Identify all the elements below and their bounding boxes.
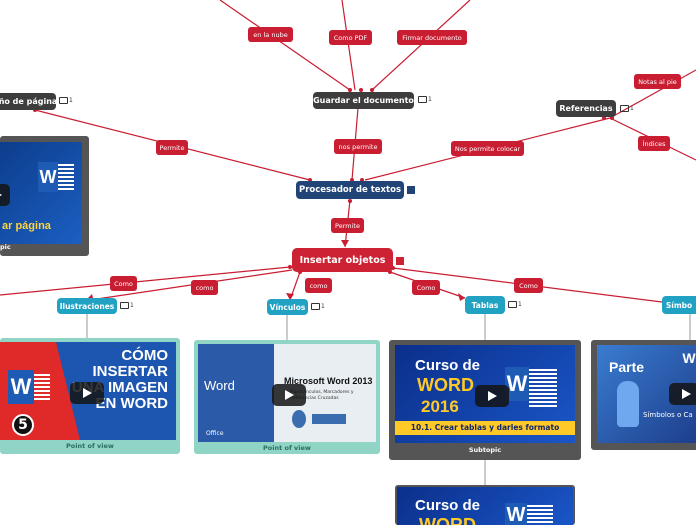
label-como-1[interactable]: Como	[110, 276, 137, 291]
video-title: Microsoft Word 2013	[284, 376, 373, 386]
video-card-vinculos[interactable]: Word Office Microsoft Word 2013 Hipervín…	[194, 340, 380, 454]
office-label: Office	[206, 430, 224, 437]
node-ilustraciones[interactable]: Ilustraciones	[57, 298, 117, 314]
label-notas-al-pie[interactable]: Notas al pie	[634, 74, 681, 89]
node-insertar-objetos[interactable]: Insertar objetos	[292, 248, 393, 272]
play-button[interactable]	[475, 385, 509, 407]
comment-icon	[59, 97, 68, 104]
notes-icon[interactable]	[396, 257, 404, 265]
video-title-line1: Curso de	[415, 497, 481, 514]
play-button[interactable]	[272, 384, 306, 406]
note-badge-ilustraciones[interactable]: 1	[120, 302, 134, 309]
word-blue-panel: Word Office	[198, 344, 274, 442]
video-title-line2: WORD	[417, 375, 474, 395]
comment-icon	[620, 105, 629, 112]
video-card-pagina[interactable]: W ar página pic	[0, 136, 89, 256]
video-card-simbolos[interactable]: Parte Símbolos o Ca W	[591, 340, 696, 450]
video-card-ilustraciones[interactable]: W 5 CÓMO INSERTAR UNA IMAGEN EN WORD Poi…	[0, 338, 180, 454]
label-en-la-nube[interactable]: en la nube	[248, 27, 293, 42]
video-thumbnail: Curso de WORD 2016 W 10.1. Crear tablas …	[395, 345, 575, 443]
title-line: INSERTAR	[92, 363, 168, 380]
word-logo-icon: W	[38, 162, 58, 192]
word-logo-icon: W	[505, 367, 529, 401]
card-caption: pic	[0, 243, 11, 251]
comment-icon	[120, 302, 129, 309]
note-badge-guardar[interactable]: 1	[418, 96, 432, 103]
note-badge-referencias[interactable]: 1	[620, 105, 634, 112]
label-como-4[interactable]: Como	[412, 280, 440, 295]
document-lines-icon	[58, 164, 74, 190]
document-lines-icon	[529, 369, 557, 409]
video-thumbnail: W 5 CÓMO INSERTAR UNA IMAGEN EN WORD	[0, 342, 176, 440]
node-tablas[interactable]: Tablas	[465, 296, 505, 314]
label-como-pdf[interactable]: Como PDF	[329, 30, 372, 45]
card-caption: Point of view	[263, 444, 311, 452]
word-logo-icon: W	[682, 350, 696, 366]
document-lines-icon	[34, 374, 50, 400]
video-title-line2: Símbolos o Ca	[643, 411, 693, 419]
label-nos-permite-colocar[interactable]: Nos permite colocar	[451, 141, 524, 156]
comment-icon	[418, 96, 427, 103]
university-seal-icon	[292, 410, 306, 428]
notes-icon[interactable]	[407, 186, 415, 194]
node-tamano-pagina[interactable]: ño de página	[0, 93, 57, 110]
comment-icon	[508, 301, 517, 308]
video-title-line3: 2016	[421, 397, 459, 416]
video-thumbnail: Parte Símbolos o Ca W	[597, 345, 696, 443]
institution-logo-icon	[312, 414, 346, 424]
label-firmar-documento[interactable]: Firmar documento	[397, 30, 467, 45]
note-badge-tablas[interactable]: 1	[508, 301, 522, 308]
number-badge: 5	[12, 414, 34, 436]
video-subtitle-bar: 10.1. Crear tablas y darles formato	[395, 421, 575, 435]
label-como-5[interactable]: Como	[514, 278, 543, 293]
video-thumbnail: Curso de WORD W	[397, 487, 573, 525]
node-simbolos[interactable]: Símbo	[662, 296, 696, 314]
video-thumbnail: W ar página	[0, 142, 82, 244]
label-permite-down[interactable]: Permite	[331, 218, 364, 233]
mascot-figure	[617, 381, 639, 427]
word-logo-icon: W	[505, 503, 527, 525]
node-guardar-documento[interactable]: Guardar el documento	[313, 92, 414, 109]
video-title-line1: Parte	[609, 359, 645, 375]
document-lines-icon	[527, 505, 553, 525]
video-title-line2: WORD	[419, 515, 476, 525]
label-indices[interactable]: Índices	[638, 136, 670, 151]
card-caption: Point of view	[66, 442, 114, 450]
video-subtitle: Hipervínculos, Marcadores y Referencias …	[290, 390, 354, 401]
play-button[interactable]	[70, 382, 104, 404]
play-button[interactable]	[669, 383, 696, 405]
title-line: CÓMO	[121, 347, 168, 364]
node-procesador-textos[interactable]: Procesador de textos	[296, 181, 404, 199]
node-referencias[interactable]: Referencias	[556, 100, 616, 117]
label-permite-left[interactable]: Permite	[156, 140, 188, 155]
video-title-fragment: ar página	[2, 220, 51, 232]
word-logo-icon: W	[8, 370, 34, 404]
word-label: Word	[204, 378, 235, 393]
play-button[interactable]	[0, 184, 10, 206]
note-badge-vinculos[interactable]: 1	[311, 303, 325, 310]
node-vinculos[interactable]: Vínculos	[267, 299, 308, 315]
comment-icon	[311, 303, 320, 310]
title-line: EN WORD	[95, 395, 169, 412]
video-title-line1: Curso de	[415, 357, 481, 374]
video-card-tablas[interactable]: Curso de WORD 2016 W 10.1. Crear tablas …	[389, 340, 581, 460]
video-thumbnail: Word Office Microsoft Word 2013 Hipervín…	[198, 344, 376, 442]
video-card-bottom[interactable]: Curso de WORD W	[395, 485, 575, 525]
label-nos-permite[interactable]: nos permite	[334, 139, 382, 154]
card-caption: Subtopic	[468, 446, 502, 454]
label-como-3[interactable]: como	[305, 278, 332, 293]
label-como-2[interactable]: como	[191, 280, 218, 295]
note-badge-pagina[interactable]: 1	[59, 97, 73, 104]
